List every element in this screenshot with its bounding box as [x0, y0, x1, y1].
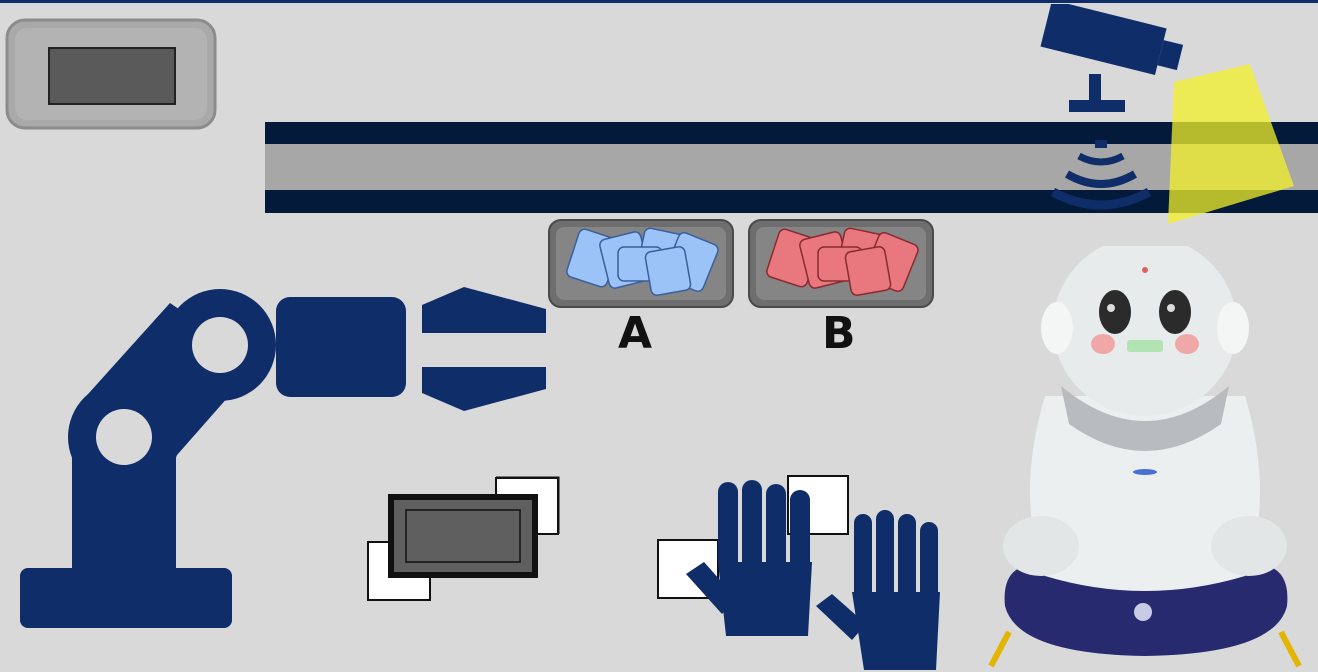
bin-b-tray [748, 219, 934, 308]
bin-b-label: B [822, 312, 856, 356]
security-camera-icon [1035, 4, 1195, 226]
screen-capture-icon [366, 476, 562, 604]
top-border [0, 0, 1318, 3]
social-robot-icon [975, 246, 1315, 672]
hands-capture-icon [656, 474, 946, 670]
bin-a-label: A [618, 312, 652, 356]
bin-a-tray [548, 219, 734, 308]
tablet-icon [5, 18, 217, 132]
